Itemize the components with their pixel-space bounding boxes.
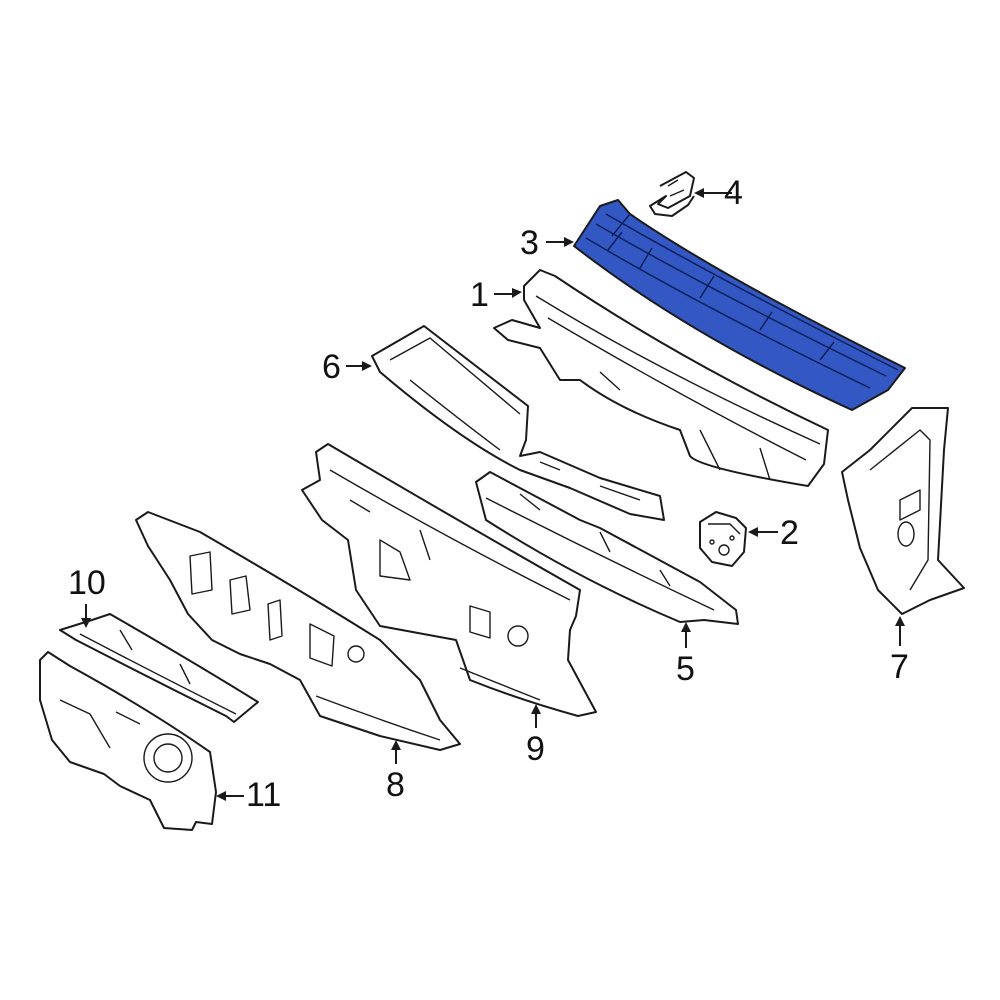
- part-8-bulkhead: [135, 511, 461, 751]
- part-2-bracket: [699, 511, 747, 567]
- part-6-cowl-reinforcement: [371, 325, 665, 521]
- callout-6[interactable]: 6: [322, 348, 341, 386]
- part-1-cowl-panel: [493, 269, 829, 487]
- part-5-cross-member: [475, 471, 739, 625]
- callout-11[interactable]: 11: [246, 776, 281, 814]
- leader-lines: [81, 188, 905, 801]
- part-3-cowl-top-panel[interactable]: [573, 199, 906, 411]
- callout-1[interactable]: 1: [470, 276, 489, 314]
- part-4-clip: [649, 171, 695, 217]
- part-11-side-dash: [39, 651, 217, 831]
- callout-labels: 4 3 1 6 2 5 7 9 8 10 11: [68, 174, 909, 814]
- callout-8[interactable]: 8: [386, 766, 405, 804]
- callout-9[interactable]: 9: [526, 730, 545, 768]
- callout-4[interactable]: 4: [724, 174, 743, 212]
- callout-7[interactable]: 7: [890, 648, 909, 686]
- callout-2[interactable]: 2: [780, 514, 799, 552]
- callout-3[interactable]: 3: [520, 224, 539, 262]
- callout-5[interactable]: 5: [676, 650, 695, 688]
- callout-10[interactable]: 10: [68, 564, 106, 602]
- part-7-side-panel: [841, 407, 965, 615]
- part-10-support-bracket: [59, 613, 259, 723]
- part-9-dash-panel: [301, 443, 597, 717]
